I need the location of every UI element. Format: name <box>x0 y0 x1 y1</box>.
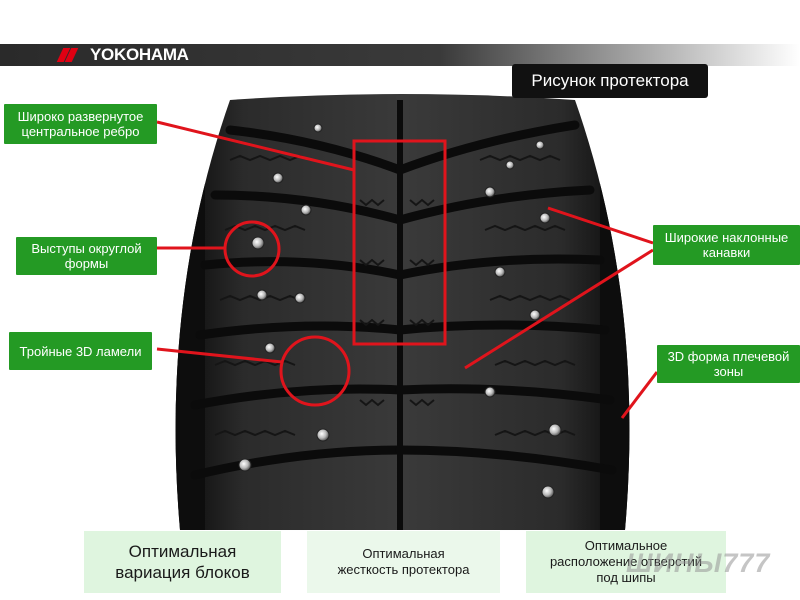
callout-shoulder: 3D форма плечевой зоны <box>657 345 800 383</box>
stud <box>272 172 284 184</box>
brand-bar <box>0 44 800 66</box>
stud <box>541 485 555 499</box>
brand-logo: YOKOHAMA <box>56 44 189 66</box>
stud <box>256 289 268 301</box>
stud <box>251 236 265 250</box>
stud <box>294 292 306 304</box>
stud <box>313 123 323 133</box>
callout-grooves: Широкие наклонные канавки <box>653 225 800 265</box>
bottom-block-variation: Оптимальная вариация блоков <box>84 531 281 593</box>
bottom-rigidity: Оптимальная жесткость протектора <box>307 531 500 593</box>
stud <box>316 428 330 442</box>
stud <box>484 186 496 198</box>
stud <box>529 309 541 321</box>
callout-central-rib: Широко развернутое центральное ребро <box>4 104 157 144</box>
stud <box>484 386 496 398</box>
section-title: Рисунок протектора <box>512 64 708 98</box>
callout-sipes: Тройные 3D ламели <box>9 332 152 370</box>
sipe-highlight <box>279 335 351 407</box>
stud <box>548 423 562 437</box>
central-rib-highlight <box>352 139 447 346</box>
bottom-stud-placement: Оптимальное расположение отверстий под ш… <box>526 531 726 593</box>
brand-name: YOKOHAMA <box>90 45 189 64</box>
stud <box>535 140 545 150</box>
stud <box>264 342 276 354</box>
stud <box>505 160 515 170</box>
stud <box>300 204 312 216</box>
watermark: ШИНЫ777 <box>626 548 771 578</box>
stud <box>238 458 252 472</box>
stud <box>539 212 551 224</box>
stud <box>494 266 506 278</box>
callout-round-studs: Выступы округлой формы <box>16 237 157 275</box>
